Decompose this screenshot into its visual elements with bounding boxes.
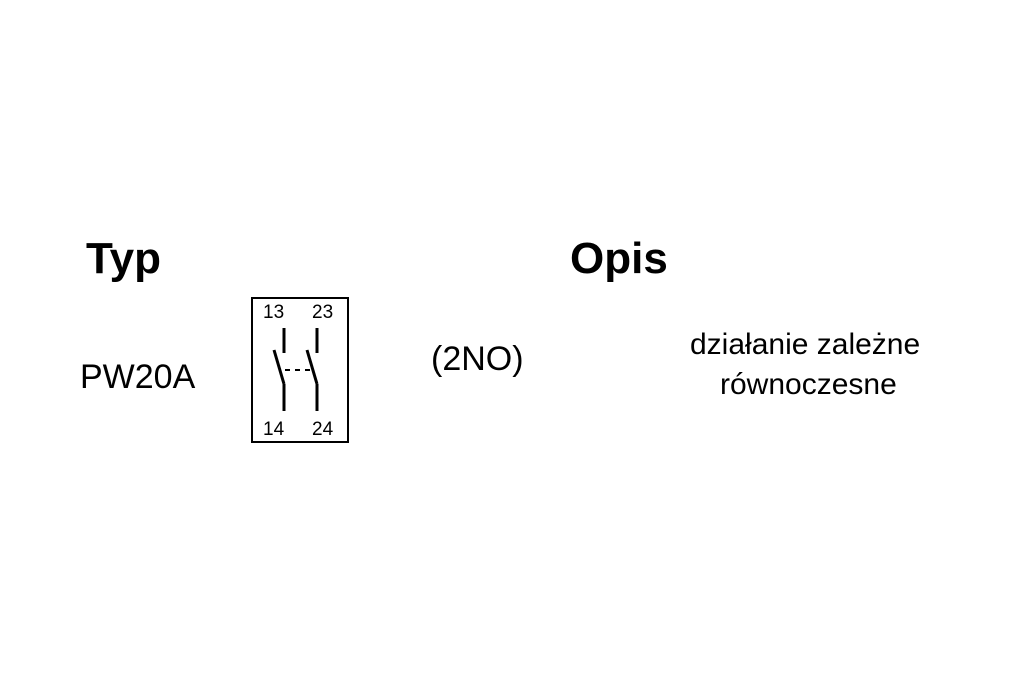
contact-2-blade bbox=[305, 349, 319, 385]
symbol-frame bbox=[251, 297, 349, 443]
description-line1: działanie zależne bbox=[690, 328, 921, 361]
contact-1-blade bbox=[272, 349, 286, 385]
terminal-24: 24 bbox=[312, 419, 334, 440]
model-label: PW20A bbox=[80, 358, 196, 396]
terminal-13: 13 bbox=[263, 302, 284, 323]
header-type: Typ bbox=[86, 234, 161, 283]
description-line2: równoczesne bbox=[720, 368, 897, 401]
contacts-label: (2NO) bbox=[431, 340, 524, 378]
header-description: Opis bbox=[570, 234, 668, 283]
terminal-23: 23 bbox=[312, 302, 333, 323]
terminal-14: 14 bbox=[263, 419, 285, 440]
